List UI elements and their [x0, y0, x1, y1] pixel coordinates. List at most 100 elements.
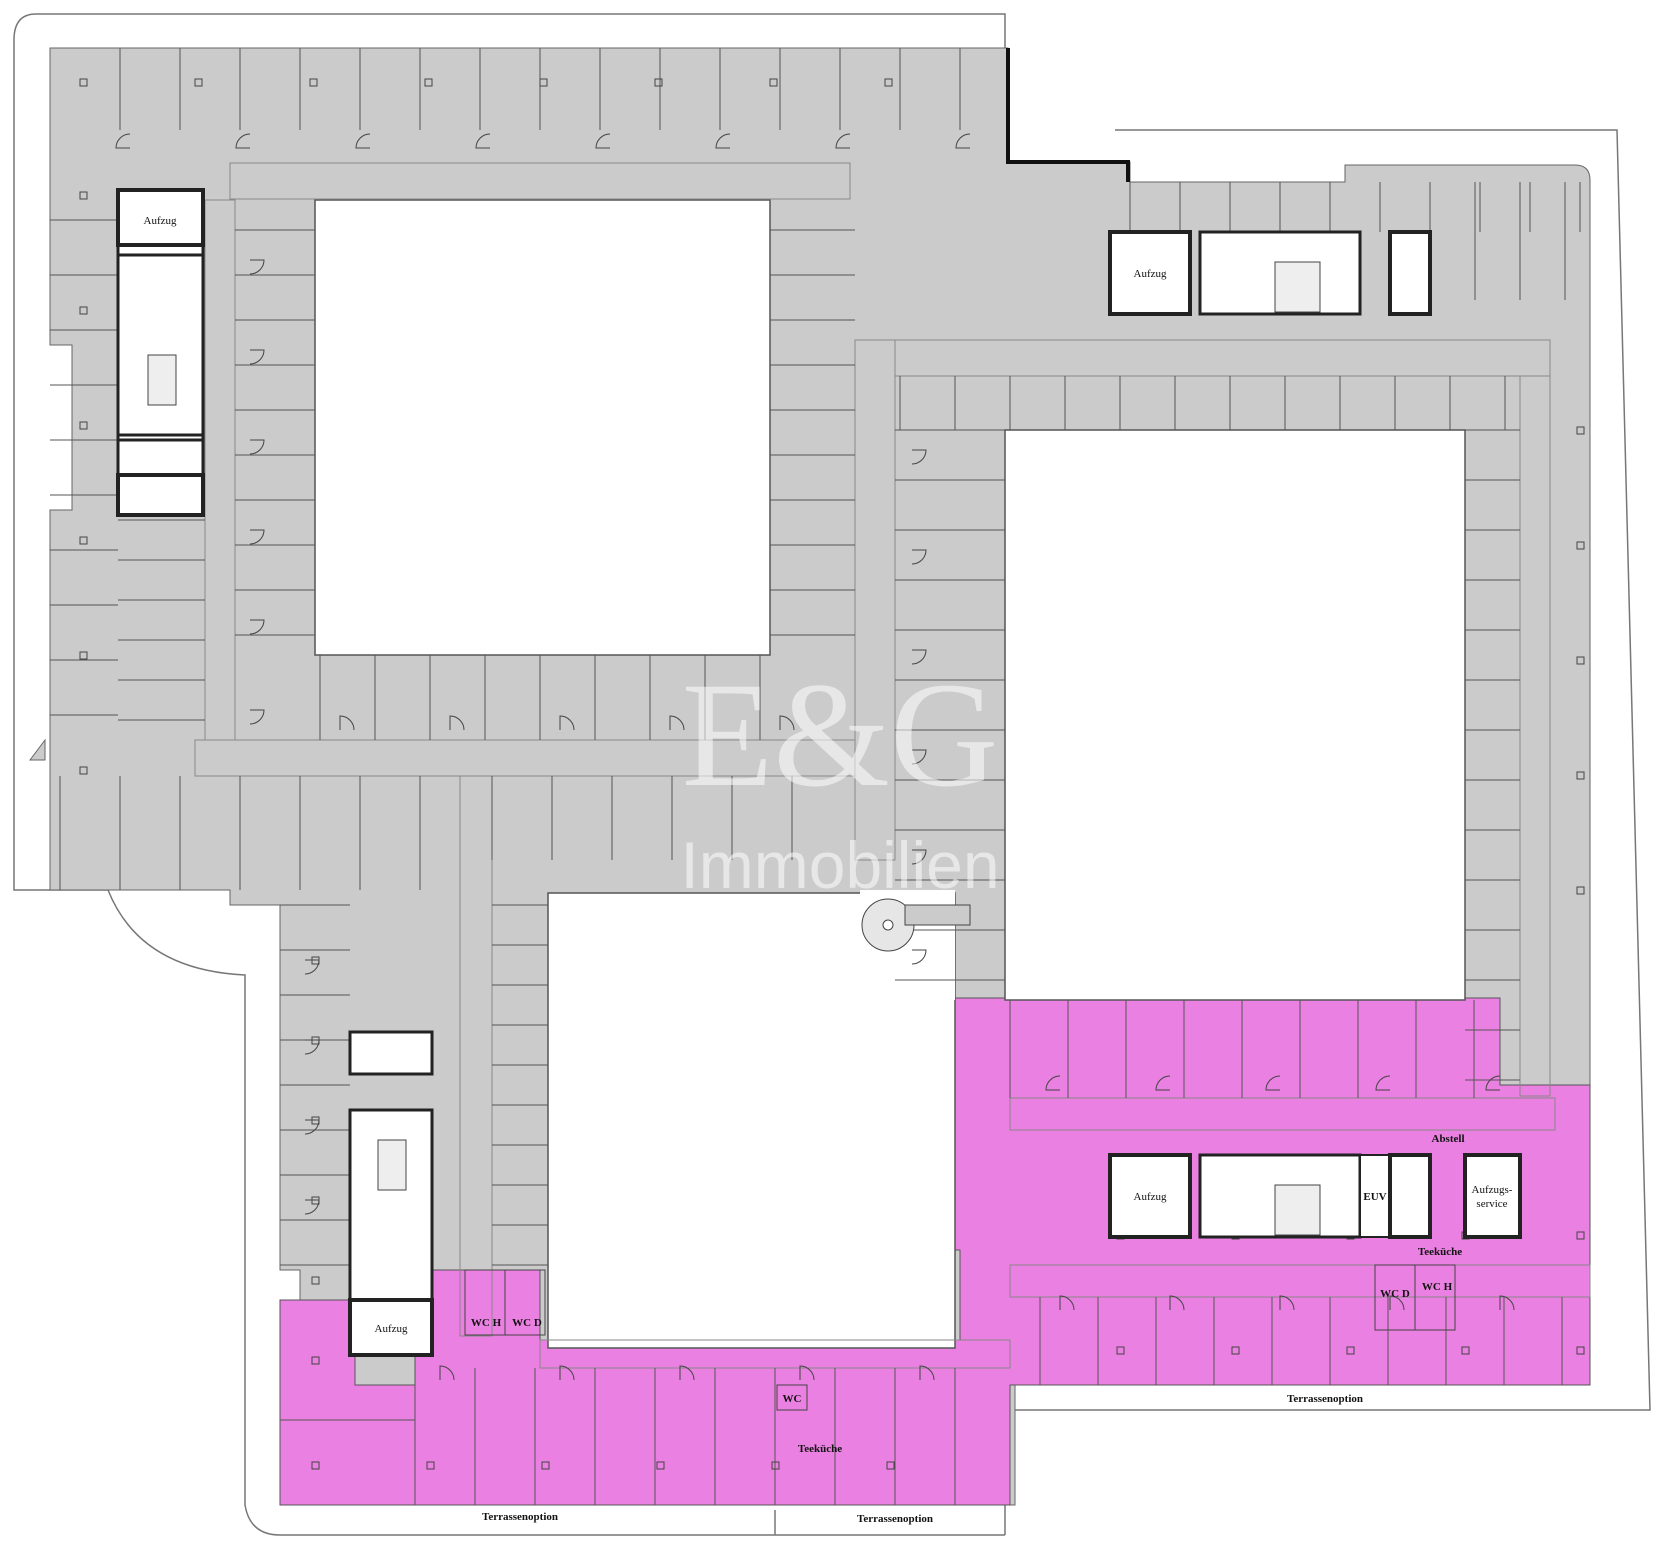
outlet-mark — [1231, 1346, 1240, 1355]
door-swing — [911, 549, 927, 565]
door-swing — [1485, 1075, 1501, 1091]
outlet-mark — [656, 1461, 665, 1470]
door-swing — [1059, 1295, 1075, 1311]
door-swing — [835, 133, 851, 149]
door-swing — [1499, 1295, 1515, 1311]
room-partitions — [50, 48, 1581, 1505]
outlet-mark — [1116, 1346, 1125, 1355]
outlet-mark — [1576, 541, 1585, 550]
terrace-east-label: Terrassenoption — [1287, 1393, 1363, 1405]
door-swing — [1375, 1075, 1391, 1091]
outlet-mark — [79, 536, 88, 545]
door-swing — [919, 1365, 935, 1381]
watermark-brand: E&G — [682, 652, 999, 818]
door-swing — [249, 709, 265, 725]
door-swing — [339, 715, 355, 731]
outlet-mark — [1576, 771, 1585, 780]
door-swing — [1389, 1295, 1405, 1311]
outlet-mark — [311, 956, 320, 965]
outlet-mark — [1461, 1346, 1470, 1355]
door-swing — [249, 349, 265, 365]
door-swing — [249, 439, 265, 455]
outlet-mark — [886, 1461, 895, 1470]
corridors — [194, 162, 1591, 1369]
outlet-mark — [311, 1356, 320, 1365]
door-swing — [911, 649, 927, 665]
outlet-mark — [79, 651, 88, 660]
outlet-mark — [769, 78, 778, 87]
door-swing — [115, 133, 131, 149]
outlet-mark — [79, 421, 88, 430]
watermark-subtitle: Immobilien — [680, 828, 999, 902]
outlet-mark — [79, 766, 88, 775]
euv-label: EUV — [1363, 1191, 1386, 1203]
door-swing — [911, 449, 927, 465]
outlet-mark — [884, 78, 893, 87]
outlet-mark — [771, 1461, 780, 1470]
door-swing — [439, 1365, 455, 1381]
courtyards — [314, 199, 1466, 1349]
outlet-mark — [194, 78, 203, 87]
outlet-mark — [1576, 1346, 1585, 1355]
outlet-mark — [654, 78, 663, 87]
outlet-mark — [1346, 1346, 1355, 1355]
outlet-mark — [1576, 886, 1585, 895]
teekueche-east-label: Teeküche — [1418, 1246, 1462, 1258]
wc-south-label: WC — [783, 1393, 802, 1405]
elevator-se-label: Aufzug — [1134, 1191, 1167, 1203]
door-swing — [355, 133, 371, 149]
core-nw: Aufzug — [116, 188, 205, 517]
door-swing — [669, 715, 685, 731]
terrace-south-label-1: Terrassenoption — [482, 1511, 558, 1523]
outlet-mark — [539, 78, 548, 87]
wc-d-east-label: WC D — [1380, 1288, 1410, 1300]
door-swing — [235, 133, 251, 149]
outlet-mark — [311, 1276, 320, 1285]
core-ne: Aufzug — [1108, 230, 1432, 316]
door-swing — [475, 133, 491, 149]
door-swing — [1169, 1295, 1185, 1311]
outlet-mark — [541, 1461, 550, 1470]
courtyard-nw — [314, 199, 771, 656]
spiral-staircase — [861, 898, 971, 952]
elevator-ne-label: Aufzug — [1134, 268, 1167, 280]
door-swing — [1265, 1075, 1281, 1091]
door-swing — [1155, 1075, 1171, 1091]
door-swing — [779, 715, 795, 731]
door-swing — [449, 715, 465, 731]
outlet-mark — [426, 1461, 435, 1470]
door-swing — [1279, 1295, 1295, 1311]
teekueche-south-label: Teeküche — [798, 1443, 842, 1455]
outlet-mark — [1576, 426, 1585, 435]
door-swing — [559, 1365, 575, 1381]
core-se: Aufzug EUV Aufzugs- service Abstell Teek… — [1108, 1133, 1522, 1331]
door-swing — [911, 749, 927, 765]
door-swing — [799, 1365, 815, 1381]
door-swing — [1045, 1075, 1061, 1091]
door-swing — [595, 133, 611, 149]
watermark: E&G Immobilien — [680, 652, 999, 902]
door-swing — [249, 259, 265, 275]
aufzugservice-label-1: Aufzugs- — [1472, 1184, 1513, 1196]
aufzugservice-label-2: service — [1476, 1198, 1507, 1210]
outlet-mark — [311, 1116, 320, 1125]
outlet-mark — [1576, 656, 1585, 665]
door-swing — [249, 619, 265, 635]
outlet-mark — [79, 78, 88, 87]
door-swing — [715, 133, 731, 149]
outlet-mark — [1576, 1231, 1585, 1240]
core-sw: Aufzug WC H WC D WC Teeküche — [348, 1030, 842, 1455]
abstell-label: Abstell — [1432, 1133, 1465, 1145]
wc-h-east-label: WC H — [1422, 1281, 1453, 1293]
outlet-mark — [311, 1196, 320, 1205]
wc-d-south-label: WC D — [512, 1317, 542, 1329]
outlet-mark — [311, 1461, 320, 1470]
door-swing — [679, 1365, 695, 1381]
structural-walls — [1006, 48, 1130, 182]
outlet-mark — [311, 1036, 320, 1045]
elevator-nw-label: Aufzug — [144, 215, 177, 227]
door-swing — [911, 849, 927, 865]
outlet-mark — [424, 78, 433, 87]
terrace-south-label-2: Terrassenoption — [857, 1513, 933, 1525]
